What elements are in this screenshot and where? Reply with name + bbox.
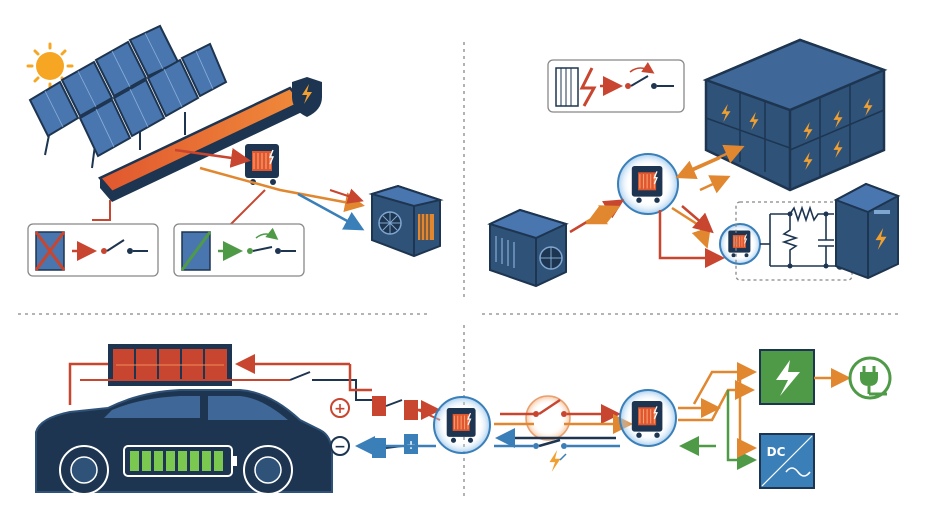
storage-quadrant	[487, 38, 901, 288]
power-plug-icon	[848, 356, 892, 400]
fault-bolt-icon	[579, 67, 597, 107]
power-arrow	[174, 148, 251, 168]
power-arrow	[329, 188, 364, 204]
electric-car-icon	[35, 389, 333, 495]
load-cabinet-icon	[833, 182, 901, 280]
power-output-box	[759, 349, 815, 405]
ev-quadrant: + − +	[35, 344, 491, 495]
return-arrow	[297, 192, 365, 231]
open-switch-icon	[106, 239, 125, 252]
power-supply-icon	[487, 208, 569, 288]
ac-wave-icon	[785, 467, 811, 477]
switch-callout	[547, 59, 685, 113]
solar-panel	[180, 42, 228, 98]
disconnect-closed-callout	[173, 223, 305, 277]
positive-contactor-icon	[372, 396, 441, 420]
closed-switch-icon	[252, 246, 273, 252]
lightning-bolt-icon	[776, 360, 800, 396]
filter-circuit	[735, 201, 853, 281]
dc-converter-box: DC	[759, 433, 815, 489]
solar-quadrant	[26, 24, 444, 277]
open-switch-icon	[630, 75, 649, 87]
combiner-busbar	[97, 86, 305, 202]
surge-shield-icon	[292, 77, 322, 117]
battery-rack-icon	[702, 38, 888, 192]
plus-sign: +	[334, 401, 346, 417]
conversion-quadrant: DC	[494, 349, 892, 489]
power-arrow	[699, 175, 731, 194]
negative-contactor-icon: +	[355, 434, 436, 458]
negative-terminal-icon: −	[330, 436, 350, 456]
minus-sign: −	[334, 439, 346, 455]
power-arrow	[675, 156, 721, 179]
inverter-box-icon	[368, 184, 444, 258]
solar-relay-icon	[244, 143, 280, 186]
lightning-bolt-icon	[549, 450, 561, 472]
power-arrow	[199, 166, 365, 213]
positive-terminal-icon: +	[330, 398, 350, 418]
dc-label: DC	[767, 445, 786, 459]
solar-panel-array	[28, 24, 228, 169]
disconnect-open-callout	[27, 223, 159, 277]
